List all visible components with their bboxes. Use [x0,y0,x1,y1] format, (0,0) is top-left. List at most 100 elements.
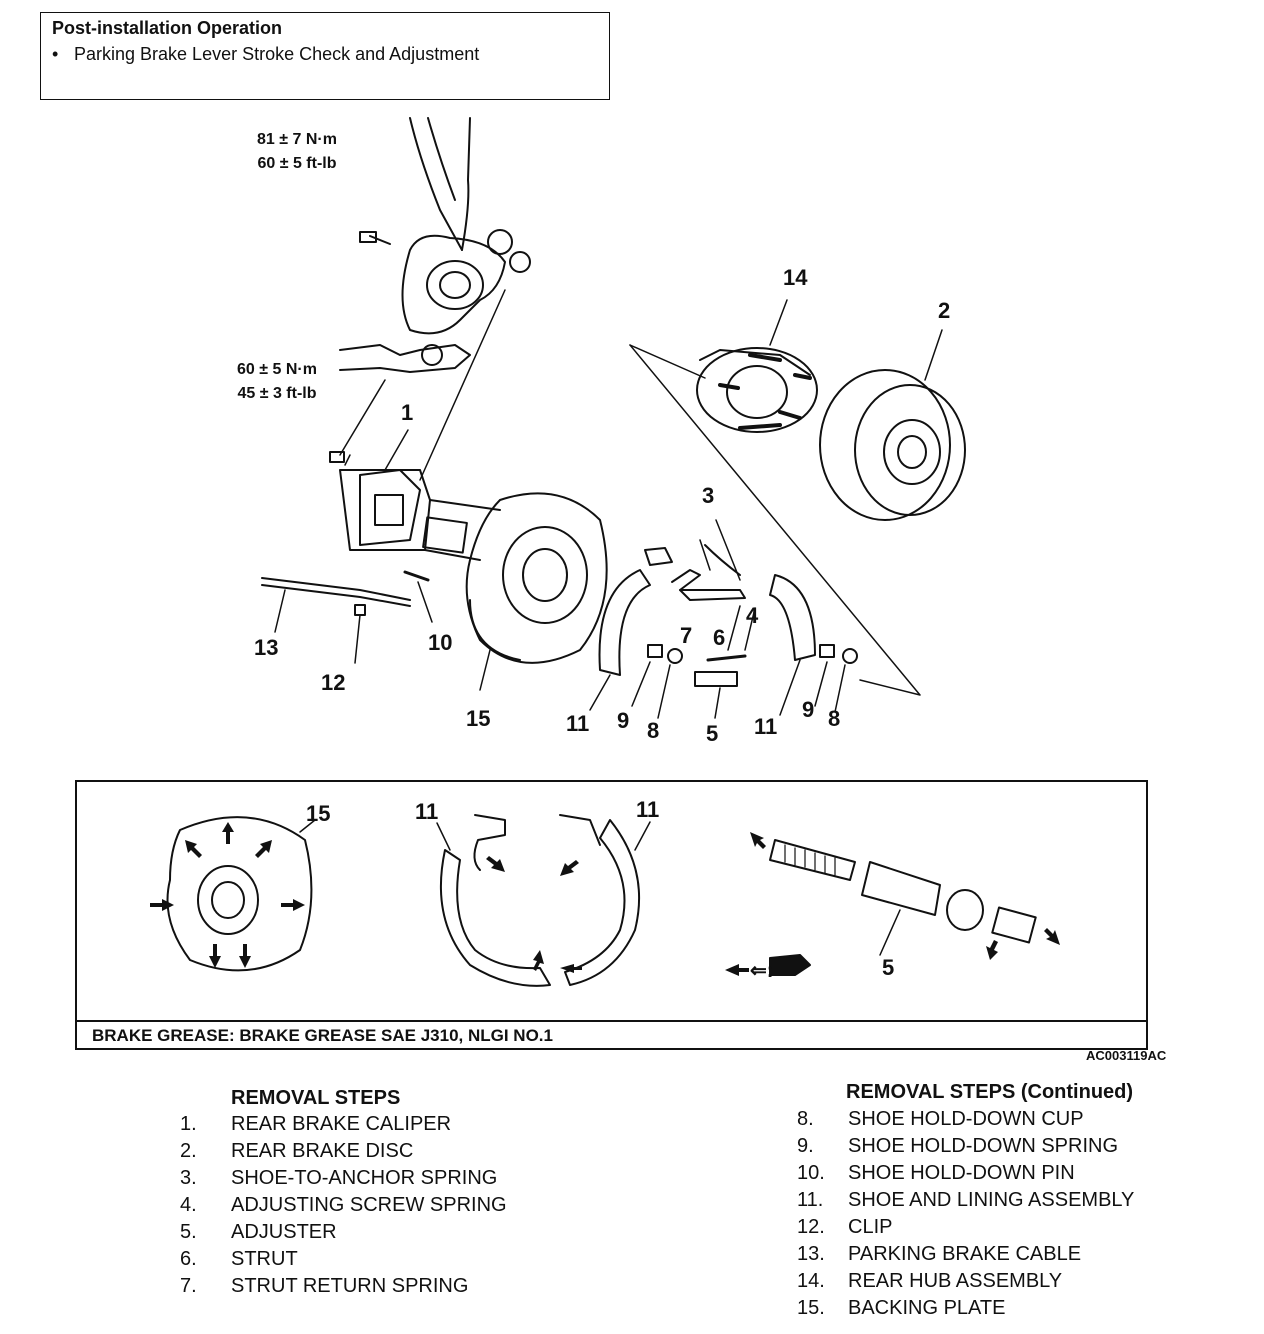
callout-15: 15 [466,706,491,731]
torque-spec-upper: 81 ± 7 N·m 60 ± 5 ft-lb [232,128,362,176]
step-number: 15. [797,1297,825,1319]
detail-callout-11: 11 [415,799,439,824]
parking-cable-drawing [261,577,411,601]
removal-step: 5.ADJUSTER [180,1219,507,1246]
callout-10: 10 [428,630,453,655]
step-text: REAR BRAKE DISC [231,1140,414,1162]
backing-plate-drawing [465,492,608,664]
callout-11: 11 [566,711,590,736]
step-text: PARKING BRAKE CABLE [848,1243,1082,1265]
torque-nm: 81 ± 7 N·m [257,131,337,148]
brake-shoe-right-drawing [769,574,816,661]
torque-spec-lower: 60 ± 5 N·m 45 ± 3 ft-lb [212,358,342,406]
callout-9: 9 [617,708,630,733]
brake-shoe-left-drawing [598,569,651,676]
step-number: 8. [797,1108,814,1130]
removal-step: 10. SHOE HOLD-DOWN PIN [797,1160,1134,1187]
step-text: CLIP [848,1216,893,1238]
step-text: SHOE HOLD-DOWN PIN [848,1162,1075,1184]
grease-legend-symbol: ⇐: [750,960,774,982]
removal-step: 4.ADJUSTING SCREW SPRING [180,1192,507,1219]
removal-step: 6.STRUT [180,1246,507,1273]
callout-6: 6 [713,625,726,650]
post-installation-bullet-text: Parking Brake Lever Stroke Check and Adj… [74,44,480,64]
removal-step: 1. REAR BRAKE CALIPER [180,1111,507,1138]
step-number: 7. [180,1275,197,1297]
callout-12: 12 [321,670,346,695]
axis-line [419,289,506,481]
step-number: 11. [797,1189,824,1211]
step-number: 4. [180,1194,197,1216]
callout-7: 7 [680,623,693,648]
callout-11: 11 [754,714,778,739]
bolt-drawing [344,454,351,466]
grease-arrow-icon [486,856,505,872]
step-number: 5. [180,1221,197,1243]
step-text: SHOE AND LINING ASSEMBLY [848,1189,1135,1211]
step-text: REAR BRAKE CALIPER [231,1113,452,1135]
step-number: 9. [797,1135,814,1157]
removal-step: 7. STRUT RETURN SPRING [180,1273,507,1300]
grease-arrow-icon [560,964,582,973]
removal-steps-title: REMOVAL STEPS [231,1087,401,1109]
grease-arrow-icon [185,840,202,858]
step-text: SHOE HOLD-DOWN SPRING [848,1135,1119,1157]
grease-arrow-icon [255,840,272,858]
rear-knuckle-drawing [339,117,531,373]
step-number: 13. [797,1243,825,1265]
detail-callout-11: 11 [636,797,660,822]
callout-8: 8 [828,706,841,731]
step-number: 3. [180,1167,197,1189]
step-number: 1. [180,1113,197,1135]
step-text: STRUT [231,1248,298,1270]
callout-9: 9 [802,697,815,722]
removal-step: 11. SHOE AND LINING ASSEMBLY [797,1187,1134,1214]
caliper-bolt-drawing [329,451,345,463]
callout-13: 13 [254,635,279,660]
callout-14: 14 [783,265,808,290]
callout-8: 8 [647,718,660,743]
step-text: STRUT RETURN SPRING [231,1275,469,1297]
rear-hub-drawing [696,299,818,433]
grease-arrow-icon [750,832,766,849]
post-installation-title: Post-installation Operation [52,18,283,38]
callout-4: 4 [746,603,759,628]
step-text: REAR HUB ASSEMBLY [848,1270,1063,1292]
grease-arrow-icon [281,899,305,911]
removal-step: 9. SHOE HOLD-DOWN SPRING [797,1133,1134,1160]
grease-legend-arrow-icon [725,964,749,976]
grease-arrow-icon [986,940,998,960]
detail-adjuster-drawing [769,839,1037,956]
post-installation-box [40,12,610,100]
grease-divider [75,1020,1148,1022]
torque-ftlb: 60 ± 5 ft-lb [257,155,337,172]
step-text: SHOE-TO-ANCHOR SPRING [231,1167,498,1189]
removal-steps-right: 8. SHOE HOLD-DOWN CUP 9. SHOE HOLD-DOWN SP… [797,1106,1134,1322]
grease-note: BRAKE GREASE: BRAKE GREASE SAE J310, NLG… [92,1026,553,1045]
grease-detail-box [75,780,1148,1050]
step-number: 14. [797,1270,825,1292]
step-text: SHOE HOLD-DOWN CUP [848,1108,1084,1130]
grease-arrow-icon [239,944,251,968]
callout-2: 2 [938,298,951,323]
bullet-icon: • [52,44,59,64]
post-installation-bullet: • Parking Brake Lever Stroke Check and Ad… [52,44,479,65]
step-number: 12. [797,1216,825,1238]
removal-step: 13. PARKING BRAKE CABLE [797,1241,1134,1268]
grease-arrow-icon [150,899,174,911]
detail-callout-15: 15 [306,801,331,826]
torque-nm: 60 ± 5 N·m [237,361,317,378]
removal-step: 14. REAR HUB ASSEMBLY [797,1268,1134,1295]
grease-arrow-icon [1044,928,1060,945]
removal-step: 3. SHOE-TO-ANCHOR SPRING [180,1165,507,1192]
step-number: 10. [797,1162,825,1184]
rear-disc-drawing [819,329,966,521]
callout-3: 3 [702,483,715,508]
grease-arrow-icon [533,950,544,971]
assembly-guide-line [629,344,921,696]
removal-step: 2.REAR BRAKE DISC [180,1138,507,1165]
grease-arrow-icon [222,822,234,844]
removal-steps-left: 1. REAR BRAKE CALIPER 2.REAR BRAKE DISC 3… [180,1111,507,1300]
figure-code: AC003119AC [1086,1048,1167,1063]
